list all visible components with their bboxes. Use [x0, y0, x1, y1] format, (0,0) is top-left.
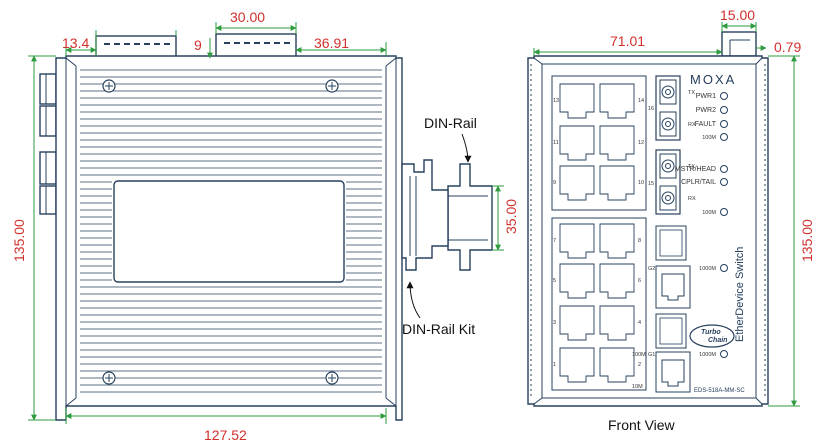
rj45-port: [599, 347, 635, 383]
cooling-fins: [80, 69, 382, 393]
led-label-fault: FAULT: [695, 121, 717, 128]
rj45-port: [559, 305, 595, 341]
brand-logo-text: MOXA: [690, 72, 736, 87]
rj45-port-number: 13: [553, 98, 559, 104]
dim-front-height: 135.00: [799, 219, 815, 262]
rj45-port: [599, 125, 635, 161]
dim-front-width: 71.01: [610, 33, 645, 49]
fiber-port-15: [655, 149, 681, 215]
led-label-pwr2: PWR2: [696, 107, 716, 114]
rj45-port-number: 4: [638, 320, 641, 326]
din-rail-kit: [401, 159, 449, 271]
turbo-chain-logo: [689, 324, 735, 348]
rj45-port: [559, 165, 595, 201]
rear-connector-1: [39, 73, 57, 105]
rj45-port-number: 3: [553, 320, 556, 326]
logo-line-1: Turbo: [701, 329, 721, 336]
led-label-mstr-head: MSTR/HEAD: [675, 166, 716, 173]
screw-icon: [102, 371, 116, 385]
rj45-port: [559, 347, 595, 383]
front-dimension-lines: [533, 22, 800, 407]
fiber-15-rx: RX: [688, 196, 696, 202]
din-rail-detail: [401, 133, 504, 319]
rj45-port: [559, 223, 595, 259]
rj45-port: [559, 83, 595, 119]
rj45-port-number: 2: [638, 362, 641, 368]
port-16-label: 16: [648, 106, 654, 112]
rear-connector-2: [39, 105, 57, 137]
rear-connector-3: [39, 151, 57, 185]
port-15-label: 15: [648, 181, 654, 187]
rj45-port-number: 12: [638, 140, 644, 146]
dim-top-connector: 30.00: [230, 9, 265, 25]
top-terminal-block-left: [95, 35, 177, 59]
rear-connector-4: [39, 185, 57, 215]
led-label-1000m-b: 1000M: [699, 352, 716, 358]
gigabit-port-g2: [655, 225, 691, 309]
product-name: EtherDevice Switch: [734, 247, 746, 342]
din-rail-label: DIN-Rail: [424, 115, 477, 131]
rj45-port-number: 8: [638, 238, 641, 244]
rj45-port-number: 1: [553, 362, 556, 368]
dim-top-right: 36.91: [314, 35, 349, 51]
front-view-caption: Front View: [608, 417, 676, 433]
dim-height-left: 135.00: [11, 219, 27, 262]
screw-icon: [325, 371, 339, 385]
rj45-port: [559, 263, 595, 299]
led-label-pwr1: PWR1: [696, 93, 716, 100]
rj45-port: [599, 305, 635, 341]
rj45-port: [599, 223, 635, 259]
rj45-port-number: 7: [553, 238, 556, 244]
gigabit-port-g1: [655, 313, 691, 393]
led-indicators: [720, 92, 728, 358]
rj45-port: [599, 263, 635, 299]
dim-din-height: 35.00: [503, 199, 519, 234]
dim-top-left: 13.4: [62, 35, 89, 51]
fiber-port-16: [655, 75, 681, 141]
side-view: [39, 33, 403, 421]
port-g2-label: G2: [648, 266, 655, 272]
fiber-16-tx: TX: [688, 90, 695, 96]
led-label-1000m-a: 1000M: [699, 266, 716, 272]
rj45-port-number: 14: [638, 98, 644, 104]
rj45-port-number: 5: [553, 278, 556, 284]
rj45-port: [599, 165, 635, 201]
fiber-16-rx: RX: [688, 122, 696, 128]
din-rail-kit-label: DIN-Rail Kit: [402, 321, 475, 337]
rj45-port-number: 11: [553, 140, 559, 146]
screw-icon: [102, 79, 116, 93]
side-dimension-lines: [28, 22, 387, 424]
fiber-15-tx: TX: [688, 164, 695, 170]
led-label-cplr-tail: CPLR/TAIL: [681, 179, 716, 186]
dim-top-gap: 9: [194, 37, 202, 53]
din-rail: [447, 163, 493, 271]
rj45-port-number: 10: [638, 180, 644, 186]
speed-100m-label: 100M: [632, 352, 646, 358]
dim-front-tab-offset: 0.79: [774, 39, 801, 55]
logo-line-2: Chain: [708, 337, 727, 344]
front-tab: [721, 31, 757, 57]
rj45-port-number: 6: [638, 278, 641, 284]
label-window: [113, 180, 345, 283]
top-terminal-block-right: [215, 33, 297, 59]
screw-icon: [325, 79, 339, 93]
led-label-100m-a: 100M: [702, 135, 716, 141]
led-label-100m-b: 100M: [702, 210, 716, 216]
dim-width-bottom: 127.52: [204, 427, 247, 443]
rj45-port-number: 9: [553, 180, 556, 186]
port-g1-label: G1: [648, 352, 655, 358]
model-number: EDS-518A-MM-SC: [694, 388, 745, 394]
rj45-port: [599, 83, 635, 119]
rj45-port: [559, 125, 595, 161]
dim-front-tab: 15.00: [720, 7, 755, 23]
speed-10m-label: 10M: [632, 384, 643, 390]
